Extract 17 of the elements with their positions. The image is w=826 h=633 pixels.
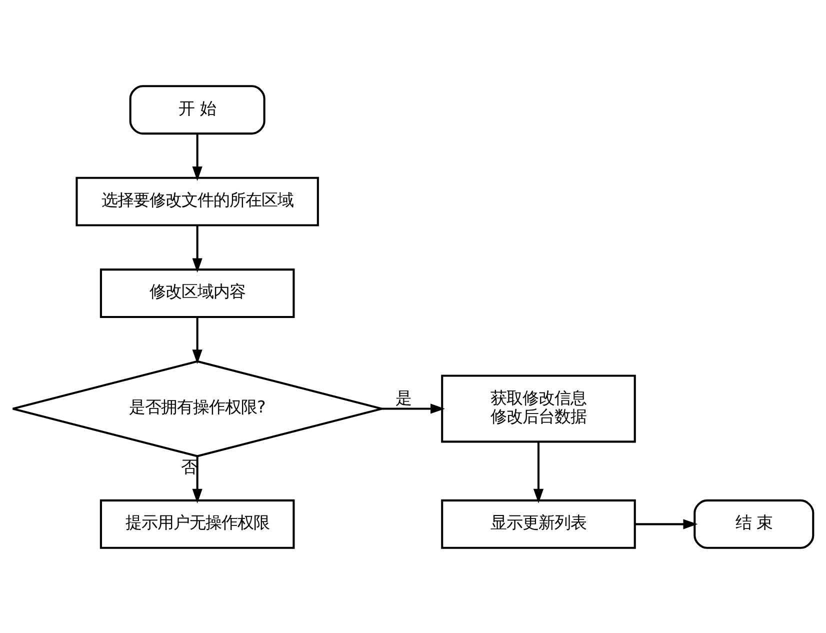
edge-label: 否 <box>181 457 198 476</box>
node-diamond: 是否拥有操作权限? <box>12 360 383 457</box>
arrow <box>192 456 202 503</box>
node-box: 修改区域内容 <box>100 268 295 318</box>
node-box: 提示用户无操作权限 <box>100 498 295 548</box>
node-box: 结 束 <box>694 498 814 548</box>
arrow <box>192 225 202 272</box>
node-box: 获取修改信息 修改后台数据 <box>441 374 636 442</box>
node-box: 选择要修改文件的所在区域 <box>76 176 319 226</box>
arrow <box>192 316 202 364</box>
arrow <box>533 441 544 503</box>
arrow <box>382 403 445 414</box>
node-box: 显示更新列表 <box>441 498 636 548</box>
arrow <box>635 518 698 529</box>
arrow <box>192 133 202 180</box>
edge-label: 是 <box>396 388 412 407</box>
node-box: 开 始 <box>129 84 266 134</box>
